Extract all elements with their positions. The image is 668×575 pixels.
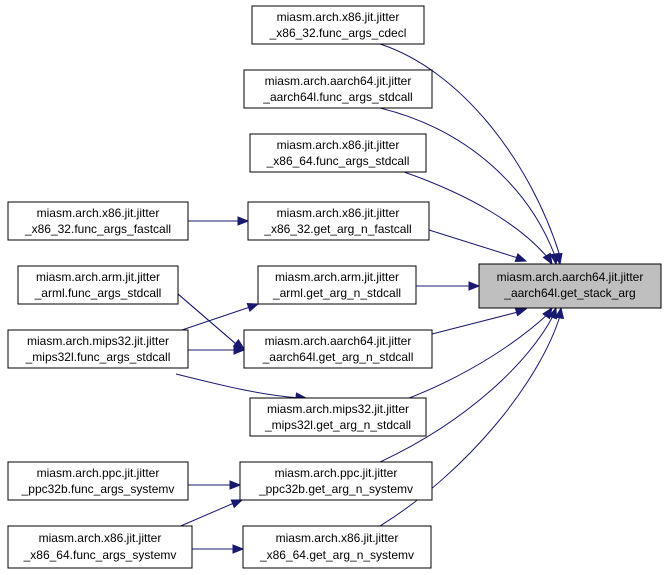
node-target-get-stack-arg[interactable]: miasm.arch.aarch64.jit.jitter _aarch64l.… xyxy=(478,263,662,309)
arrowhead-icon xyxy=(233,345,246,355)
arrowhead-icon xyxy=(246,302,260,312)
node-label-line1: miasm.arch.aarch64.jit.jitter xyxy=(265,334,412,348)
call-edge xyxy=(379,306,565,527)
node-label-line1: miasm.arch.aarch64.jit.jitter xyxy=(265,74,412,88)
node-ppc32-get-arg-n-systemv[interactable]: miasm.arch.ppc.jit.jitter _ppc32b.get_ar… xyxy=(239,461,433,501)
node-arm-get-arg-n-stdcall[interactable]: miasm.arch.arm.jit.jitter _arml.get_arg_… xyxy=(257,265,417,305)
call-edge xyxy=(403,171,553,266)
node-label-line2: _x86_32.func_args_fastcall xyxy=(24,222,171,236)
arrowhead-icon xyxy=(514,253,528,263)
node-mips32-get-arg-n-stdcall[interactable]: miasm.arch.mips32.jit.jitter _mips32l.ge… xyxy=(249,397,427,437)
node-label-line1: miasm.arch.x86.jit.jitter xyxy=(276,531,399,545)
node-label-line2: _x86_64.func_args_systemv xyxy=(23,548,177,562)
node-label-line1: miasm.arch.x86.jit.jitter xyxy=(277,138,400,152)
call-edge xyxy=(428,229,528,263)
node-label-line2: _ppc32b.func_args_systemv xyxy=(21,482,175,496)
call-edge xyxy=(431,307,528,335)
node-label-line2: _aarch64l.get_arg_n_stdcall xyxy=(262,350,414,364)
call-edge xyxy=(175,373,308,402)
arrowhead-icon xyxy=(230,499,244,509)
call-edge xyxy=(188,345,246,355)
call-edge xyxy=(416,281,481,291)
node-label-line1: miasm.arch.x86.jit.jitter xyxy=(277,10,400,24)
node-aarch64-get-arg-n-stdcall[interactable]: miasm.arch.aarch64.jit.jitter _aarch64l.… xyxy=(243,329,433,369)
node-label-line1: miasm.arch.x86.jit.jitter xyxy=(37,206,160,220)
node-label-line1: miasm.arch.x86.jit.jitter xyxy=(277,206,400,220)
arrowhead-icon xyxy=(549,252,560,266)
node-x86-32-func-args-cdecl[interactable]: miasm.arch.x86.jit.jitter _x86_32.func_a… xyxy=(251,5,425,45)
arrowhead-icon xyxy=(229,480,242,490)
node-x86-64-func-args-systemv[interactable]: miasm.arch.x86.jit.jitter _x86_64.func_a… xyxy=(7,525,193,569)
node-x86-32-get-arg-n-fastcall[interactable]: miasm.arch.x86.jit.jitter _x86_32.get_ar… xyxy=(247,201,430,241)
arrowhead-icon xyxy=(554,306,565,320)
node-label-line2: _arml.func_args_stdcall xyxy=(34,286,162,300)
call-edges xyxy=(175,43,565,554)
call-edge xyxy=(177,293,237,345)
node-x86-32-func-args-fastcall[interactable]: miasm.arch.x86.jit.jitter _x86_32.func_a… xyxy=(7,201,189,241)
node-label-line1: miasm.arch.x86.jit.jitter xyxy=(39,531,162,545)
call-edge xyxy=(379,107,560,266)
node-label-line2: _x86_64.get_arg_n_systemv xyxy=(259,548,414,562)
node-mips32-func-args-stdcall[interactable]: miasm.arch.mips32.jit.jitter _mips32l.fu… xyxy=(7,329,189,369)
node-label-line2: _mips32l.func_args_stdcall xyxy=(25,350,171,364)
node-label-line1: miasm.arch.ppc.jit.jitter xyxy=(37,466,160,480)
node-label-line1: miasm.arch.mips32.jit.jitter xyxy=(27,334,169,348)
node-x86-64-get-arg-n-systemv[interactable]: miasm.arch.x86.jit.jitter _x86_64.get_ar… xyxy=(242,525,432,569)
call-edge xyxy=(379,306,558,463)
node-aarch64-func-args-stdcall[interactable]: miasm.arch.aarch64.jit.jitter _aarch64l.… xyxy=(243,69,433,109)
node-label-line1: miasm.arch.mips32.jit.jitter xyxy=(267,402,409,416)
node-label-line2: _arml.get_arg_n_stdcall xyxy=(272,286,401,300)
node-target-line1: miasm.arch.aarch64.jit.jitter xyxy=(497,270,644,284)
call-nodes: miasm.arch.aarch64.jit.jitter _aarch64l.… xyxy=(7,5,662,569)
node-x86-64-func-args-stdcall[interactable]: miasm.arch.x86.jit.jitter _x86_64.func_a… xyxy=(249,133,427,173)
node-label-line2: _x86_32.func_args_cdecl xyxy=(269,26,407,40)
node-label-line2: _aarch64l.func_args_stdcall xyxy=(262,90,412,104)
node-label-line2: _x86_32.get_arg_n_fastcall xyxy=(263,222,411,236)
node-arm-func-args-stdcall[interactable]: miasm.arch.arm.jit.jitter _arml.func_arg… xyxy=(17,265,179,305)
arrowhead-icon xyxy=(468,281,481,291)
node-label-line1: miasm.arch.arm.jit.jitter xyxy=(36,270,160,284)
arrowhead-icon xyxy=(237,216,250,226)
call-edge xyxy=(175,302,260,333)
call-edge xyxy=(188,480,242,490)
node-label-line1: miasm.arch.ppc.jit.jitter xyxy=(275,466,398,480)
arrowhead-icon xyxy=(514,307,528,317)
node-ppc32-func-args-systemv[interactable]: miasm.arch.ppc.jit.jitter _ppc32b.func_a… xyxy=(7,461,189,501)
arrowhead-icon xyxy=(232,544,245,554)
node-label-line1: miasm.arch.arm.jit.jitter xyxy=(275,270,399,284)
call-edge xyxy=(192,544,245,554)
arrowhead-icon xyxy=(542,252,553,266)
node-target-line2: _aarch64l.get_stack_arg xyxy=(503,286,635,300)
node-label-line2: _mips32l.get_arg_n_stdcall xyxy=(264,418,411,432)
node-label-line2: _ppc32b.get_arg_n_systemv xyxy=(258,482,413,496)
call-edge xyxy=(188,216,250,226)
node-label-line2: _x86_64.func_args_stdcall xyxy=(266,154,410,168)
arrowhead-icon xyxy=(548,306,558,320)
call-edge xyxy=(175,499,244,529)
